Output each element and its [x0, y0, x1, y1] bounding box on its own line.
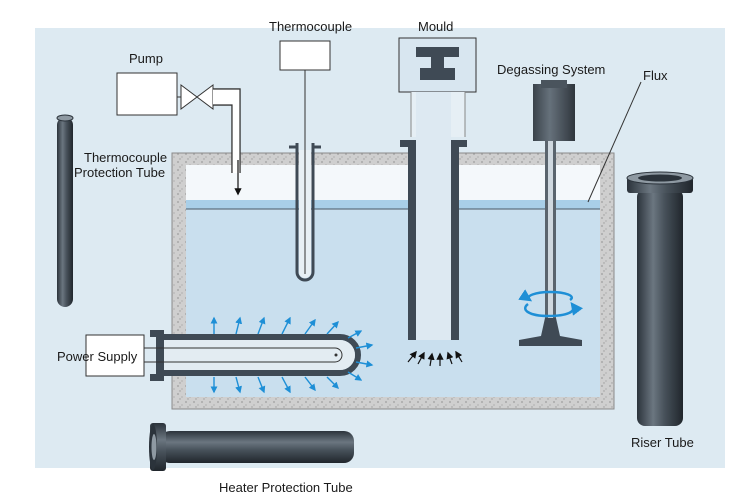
riser-tube	[637, 189, 683, 426]
degassing-head	[533, 84, 575, 141]
label-degassing-system: Degassing System	[497, 62, 606, 77]
heating-element	[164, 347, 343, 363]
swirl-arrow-icon	[523, 301, 583, 318]
inflow-arrows	[407, 350, 463, 367]
heat-arrows	[210, 316, 374, 394]
heater-sheath	[164, 334, 361, 376]
thermocouple-box	[279, 40, 331, 71]
label-flux: Flux	[643, 68, 668, 83]
power-supply-box	[85, 334, 145, 377]
mould-tube-right	[451, 140, 459, 340]
thermocouple-protection-tube	[57, 117, 73, 307]
label-thermocouple: Thermocouple	[269, 19, 353, 34]
mould-tube-left	[408, 140, 416, 340]
label-power-supply: Power Supply	[57, 349, 138, 364]
heater-protection-tube	[160, 431, 354, 463]
label-thermocouple-protection-tube-2: Protection Tube	[74, 165, 166, 180]
label-riser-tube: Riser Tube	[631, 435, 694, 450]
label-mould: Mould	[418, 19, 454, 34]
mould-core	[416, 47, 459, 80]
pump-box	[116, 72, 178, 116]
label-thermocouple-protection-tube-1: Thermocouple	[84, 150, 168, 165]
flux-leader	[587, 81, 642, 203]
label-pump: Pump	[129, 51, 163, 66]
degassing-impeller	[519, 318, 582, 346]
label-heater-protection-tube: Heater Protection Tube	[219, 480, 353, 495]
thermocouple-sheath	[289, 143, 321, 282]
headspace	[186, 165, 600, 201]
flux-layer	[186, 200, 600, 209]
